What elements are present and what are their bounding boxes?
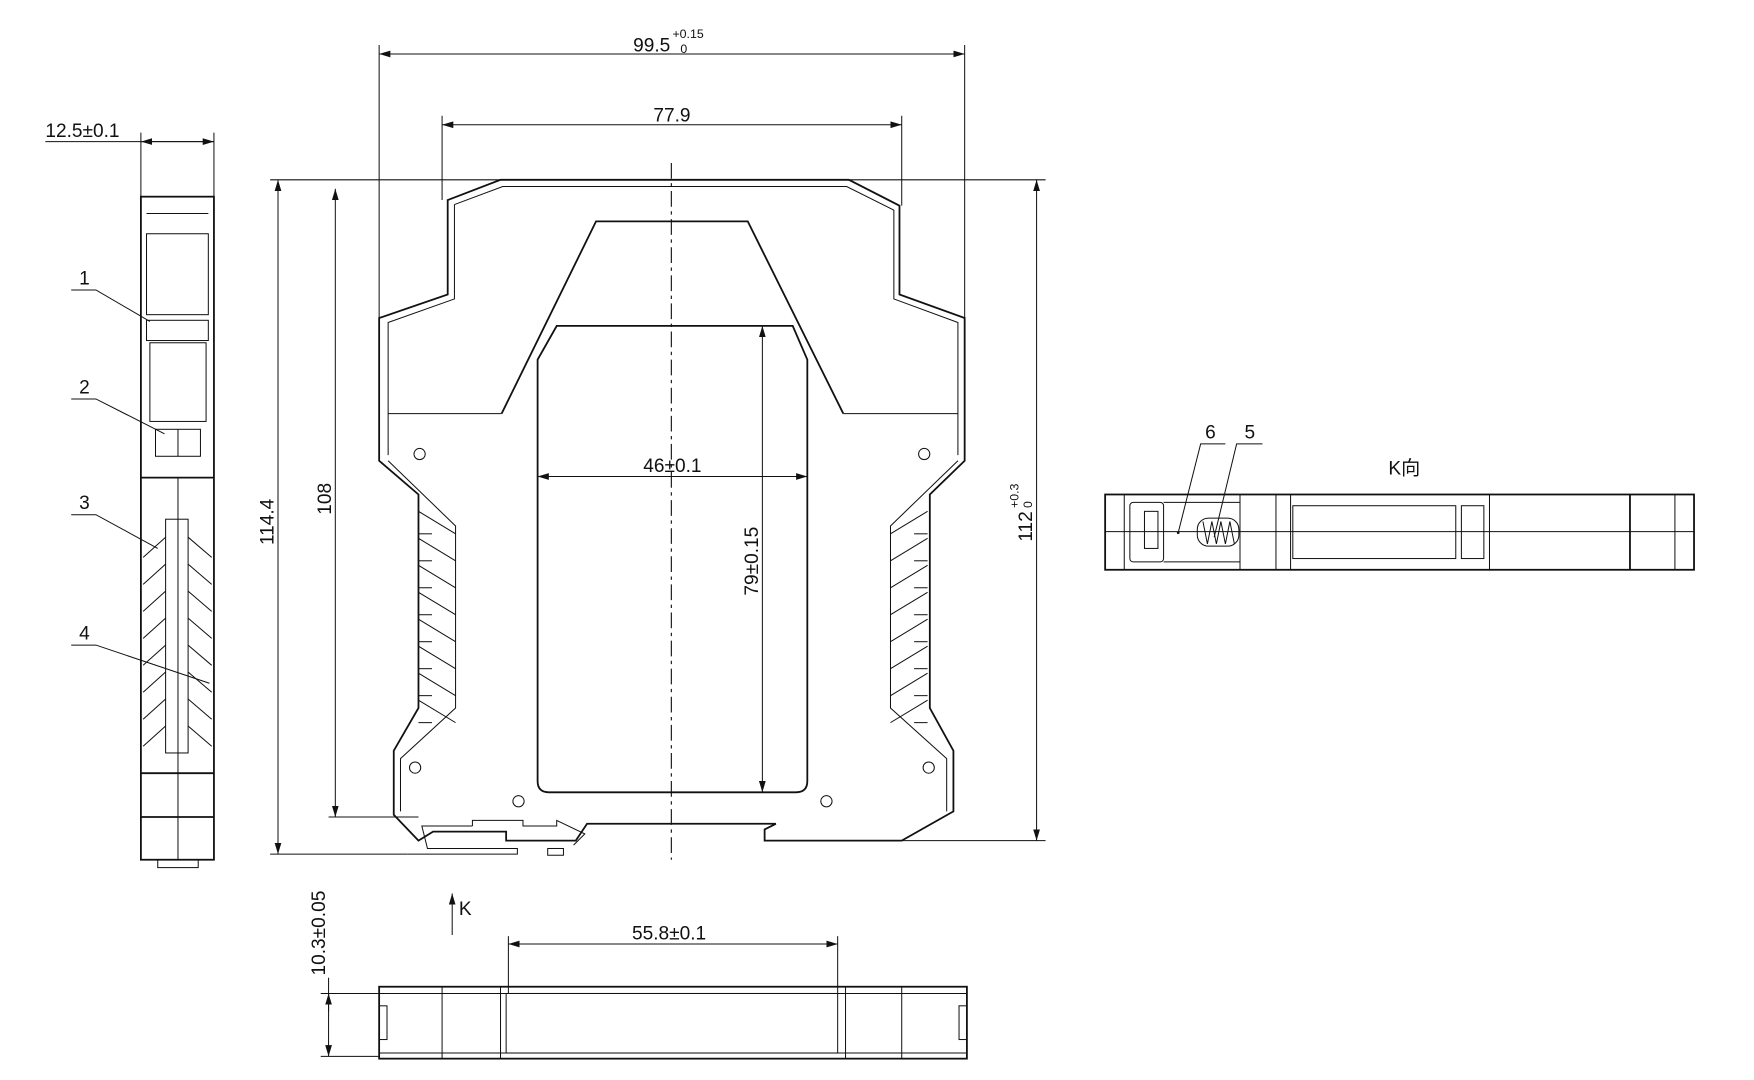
hatch-line bbox=[418, 699, 456, 724]
svg-text:55.8±0.1: 55.8±0.1 bbox=[632, 924, 706, 945]
dimension-bottom-thickness: 10.3±0.05 bbox=[309, 891, 380, 1057]
hatch-line bbox=[142, 617, 166, 639]
hatch-line bbox=[418, 564, 456, 589]
svg-text:108: 108 bbox=[315, 483, 336, 515]
svg-text:12.5±0.1: 12.5±0.1 bbox=[45, 121, 119, 142]
side-hatching bbox=[142, 536, 213, 747]
hatch-line bbox=[890, 510, 928, 535]
hatch-line bbox=[418, 537, 456, 562]
svg-text:46±0.1: 46±0.1 bbox=[643, 456, 701, 477]
hatch-line bbox=[142, 698, 166, 720]
svg-text:0: 0 bbox=[680, 42, 687, 56]
hatch-line bbox=[890, 537, 928, 562]
dimension-rail-height: 108 bbox=[315, 188, 419, 818]
hatch-line bbox=[142, 725, 166, 747]
hatch-line bbox=[890, 699, 928, 724]
dimension-overall-width: 99.5 +0.15 0 bbox=[378, 27, 966, 319]
hatch-line bbox=[187, 563, 213, 585]
hatch-line bbox=[187, 698, 213, 720]
bottom-view bbox=[378, 985, 968, 1060]
view-arrow-k: K bbox=[448, 893, 472, 936]
svg-text:0: 0 bbox=[1021, 501, 1035, 508]
svg-text:114.4: 114.4 bbox=[258, 498, 279, 545]
hatch-line bbox=[187, 671, 213, 693]
svg-text:4: 4 bbox=[79, 623, 90, 644]
din-rail-clip bbox=[407, 819, 586, 856]
svg-text:+0.15: +0.15 bbox=[672, 27, 703, 41]
hatch-line bbox=[187, 617, 213, 639]
dimension-side-thickness: 12.5±0.1 bbox=[45, 121, 215, 197]
dimension-overall-height: 114.4 bbox=[258, 179, 1046, 855]
dimension-bottom-width: 55.8±0.1 bbox=[507, 924, 839, 994]
callout-4: 4 bbox=[71, 623, 210, 684]
svg-text:112: 112 bbox=[1016, 511, 1037, 541]
vent-hatching-left bbox=[418, 510, 456, 724]
hatch-line bbox=[187, 590, 213, 612]
hatch-line bbox=[187, 536, 213, 558]
callout-3: 3 bbox=[71, 493, 158, 549]
hatch-line bbox=[418, 591, 456, 616]
svg-text:2: 2 bbox=[79, 377, 90, 398]
callout-2: 2 bbox=[71, 377, 165, 435]
housing-outline bbox=[378, 178, 966, 842]
hatch-line bbox=[142, 563, 166, 585]
svg-text:99.5: 99.5 bbox=[633, 36, 670, 57]
hatch-line bbox=[418, 618, 456, 643]
hatch-line bbox=[418, 672, 456, 697]
svg-text:K: K bbox=[459, 899, 472, 920]
dimension-body-height: 112 +0.3 0 bbox=[901, 179, 1046, 842]
svg-text:6: 6 bbox=[1205, 422, 1216, 443]
svg-text:1: 1 bbox=[79, 268, 90, 289]
front-view bbox=[378, 162, 966, 860]
side-view bbox=[139, 195, 215, 869]
k-view-title: K向 bbox=[1388, 457, 1420, 479]
dimension-window-height: 79±0.15 bbox=[742, 325, 766, 793]
hatch-line bbox=[418, 510, 456, 535]
hatch-line bbox=[142, 671, 166, 693]
hatch-line bbox=[890, 618, 928, 643]
hatch-line bbox=[418, 645, 456, 670]
k-view: K向 bbox=[1104, 457, 1695, 571]
hatch-line bbox=[890, 672, 928, 697]
callout-1: 1 bbox=[71, 268, 151, 322]
svg-text:77.9: 77.9 bbox=[653, 105, 690, 126]
dimension-top-width: 77.9 bbox=[441, 105, 903, 206]
display-window bbox=[536, 325, 809, 794]
hatch-line bbox=[187, 725, 213, 747]
callout-5: 5 bbox=[1213, 422, 1263, 538]
hatch-line bbox=[142, 590, 166, 612]
mounting-holes bbox=[408, 447, 935, 808]
svg-text:+0.3: +0.3 bbox=[1008, 483, 1022, 508]
svg-text:5: 5 bbox=[1244, 422, 1255, 443]
hatch-line bbox=[890, 564, 928, 589]
svg-text:79±0.15: 79±0.15 bbox=[742, 527, 763, 596]
label-recess bbox=[500, 220, 845, 414]
dimension-window-width: 46±0.1 bbox=[537, 456, 808, 480]
svg-text:3: 3 bbox=[79, 493, 90, 514]
hatch-line bbox=[187, 644, 213, 666]
hatch-line bbox=[890, 645, 928, 670]
hatch-line bbox=[890, 591, 928, 616]
callout-6: 6 bbox=[1177, 422, 1226, 533]
svg-text:10.3±0.05: 10.3±0.05 bbox=[309, 891, 330, 976]
vent-hatching-right bbox=[890, 510, 928, 724]
hatch-line bbox=[142, 536, 166, 558]
